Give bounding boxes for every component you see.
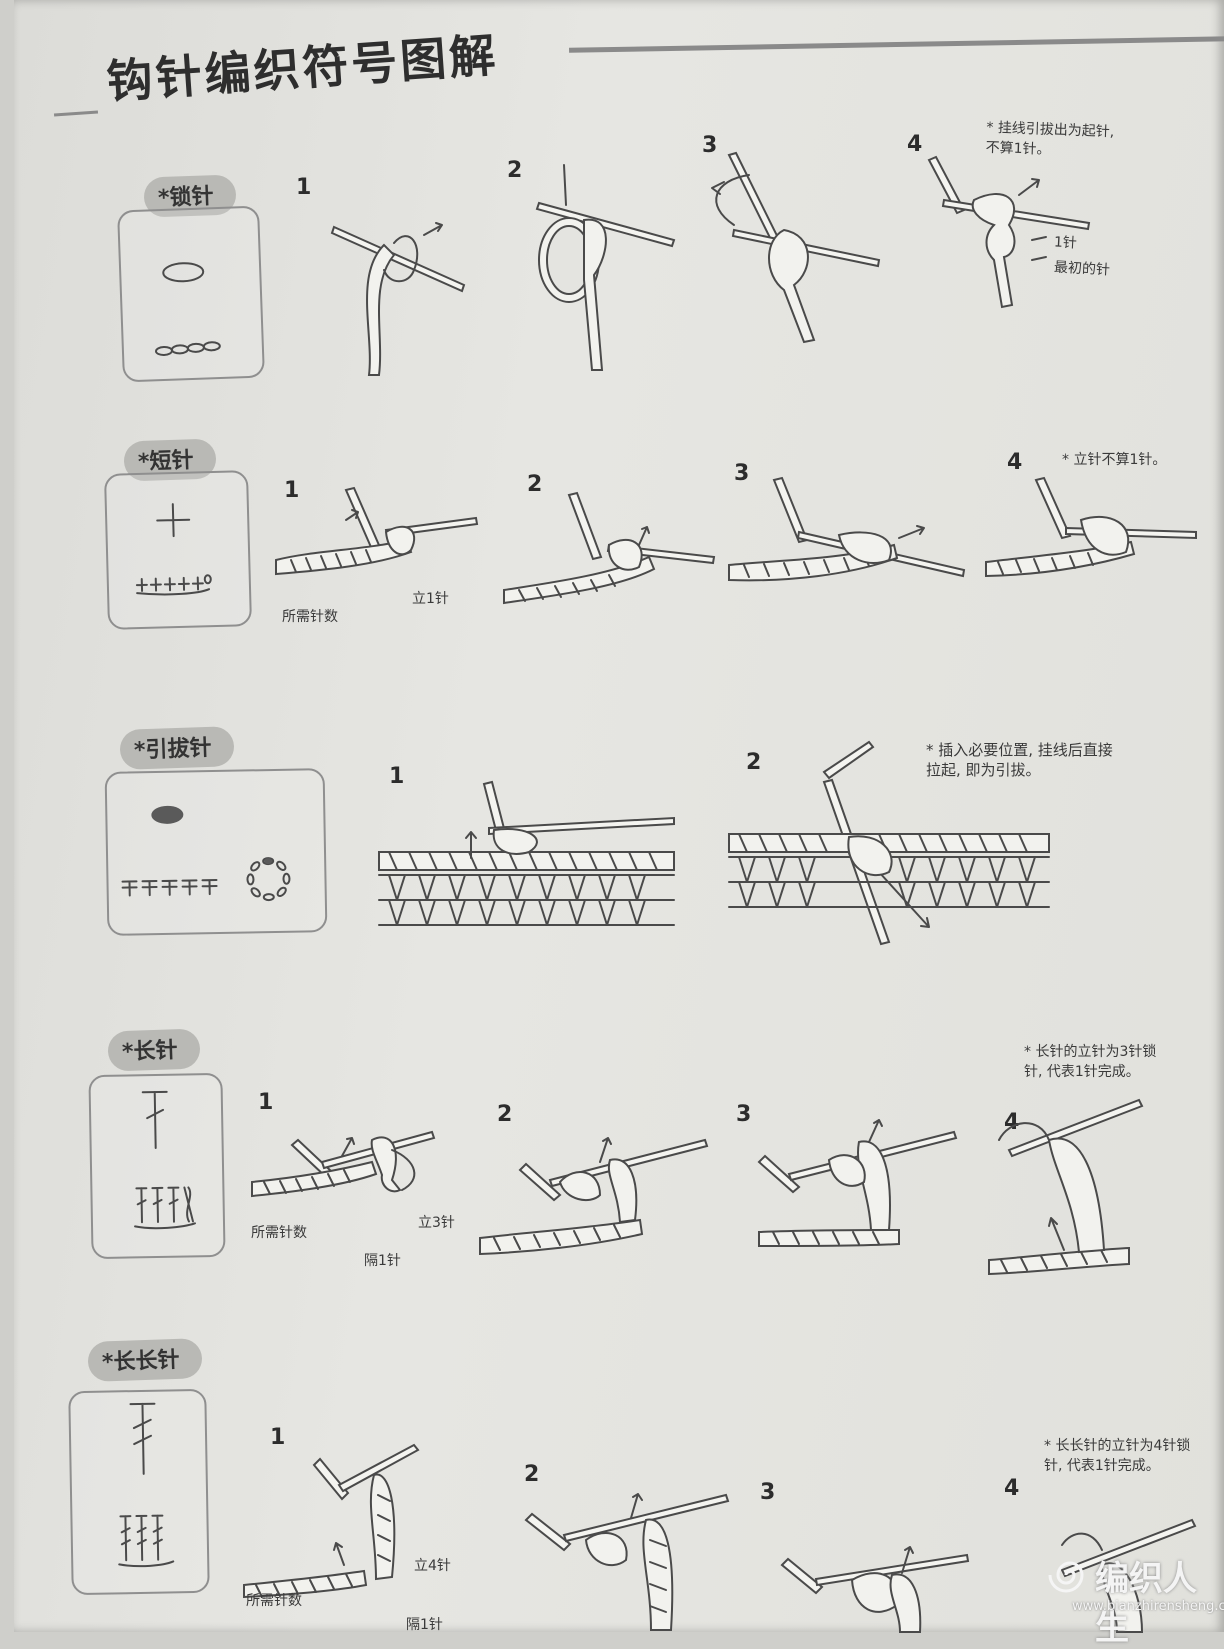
double-step-3-illustration: [757, 1119, 958, 1248]
section-label-double: *长针: [107, 1028, 201, 1072]
chain-step-2-illustration: [535, 164, 676, 371]
double-step-1-number: 1: [258, 1090, 274, 1115]
single-step-4-number: 4: [1007, 450, 1023, 475]
single-step-2-number: 2: [527, 472, 543, 497]
slip-note: * 插入必要位置, 挂线后直接 拉起, 即为引拔。: [926, 741, 1113, 779]
title-rule-left: [53, 110, 99, 117]
slip-symbol-icon: [121, 805, 291, 902]
chain-note: * 挂线引拔出为起针, 不算1针。: [985, 119, 1115, 159]
treble-step-2-number: 2: [524, 1462, 540, 1487]
slip-step-1-number: 1: [389, 764, 405, 789]
chain-step-2-number: 2: [507, 158, 523, 183]
single-symbol-box: [103, 470, 253, 630]
treble-step-3-illustration: [780, 1546, 970, 1633]
chain-step-4-number: 4: [907, 132, 923, 157]
chain-step-1-number: 1: [296, 175, 312, 200]
treble-step-2-illustration: [524, 1493, 730, 1631]
slip-step-2-illustration: [728, 740, 1050, 946]
single-step-2-illustration: [503, 491, 716, 605]
double-label-required: 所需针数: [251, 1225, 307, 1241]
single-step-1-number: 1: [284, 478, 300, 503]
single-label-required: 所需针数: [282, 609, 338, 625]
treble-step-1-number: 1: [270, 1425, 286, 1450]
book-page: 钩针编织符号图解 *锁针 1 2 3 4: [14, 0, 1224, 1633]
chain-step-3-illustration: [711, 151, 881, 344]
single-step-3-illustration: [728, 476, 966, 582]
double-step-3-number: 3: [736, 1102, 752, 1127]
chain-label-one-stitch: 1针: [1053, 234, 1078, 252]
chain-step-1-illustration: [330, 222, 466, 376]
title-rule-right: [569, 36, 1224, 53]
spiral-logo-icon: [1048, 1561, 1084, 1593]
single-step-3-number: 3: [734, 461, 750, 486]
watermark-url: www.bianzhirensheng.com: [1072, 1599, 1224, 1614]
single-step-1-illustration: [275, 486, 479, 576]
single-step-4-illustration: [985, 476, 1197, 578]
treble-note: * 长长针的立针为4针锁 针, 代表1针完成。: [1044, 1438, 1191, 1474]
double-step-2-illustration: [479, 1137, 709, 1256]
double-step-4-illustration: [988, 1098, 1144, 1276]
treble-step-3-number: 3: [760, 1480, 776, 1505]
treble-symbol-icon: [118, 1402, 175, 1568]
watermark-logo: 编织人生 www.bianzhirensheng.com: [1040, 1545, 1224, 1648]
chain-step-4-illustration: [927, 155, 1091, 309]
chain-step-3-number: 3: [702, 133, 718, 158]
chain-label-first-stitch: 最初的针: [1053, 259, 1111, 279]
treble-step-1-illustration: [243, 1443, 420, 1599]
slip-step-2-number: 2: [746, 750, 762, 775]
double-step-1-illustration: [251, 1130, 436, 1198]
chain-symbol-box: [117, 205, 265, 383]
treble-label-required: 所需针数: [246, 1593, 302, 1609]
double-symbol-icon: [134, 1090, 197, 1230]
slip-symbol-box: [104, 768, 328, 936]
chain-symbol-icon: [154, 262, 221, 356]
single-symbol-icon: [135, 503, 212, 596]
double-step-2-number: 2: [497, 1102, 513, 1127]
double-label-standing: 立3针: [418, 1215, 455, 1231]
double-label-skip: 隔1针: [364, 1253, 401, 1269]
treble-label-standing: 立4针: [414, 1558, 451, 1574]
page-title: 钩针编织符号图解: [105, 27, 500, 110]
slip-step-1-illustration: [378, 780, 675, 926]
single-label-standing: 立1针: [412, 591, 449, 607]
section-label-treble: *长长针: [87, 1338, 203, 1382]
section-label-slip: *引拔针: [119, 726, 235, 770]
treble-symbol-box: [68, 1388, 210, 1596]
single-note: * 立针不算1针。: [1062, 452, 1167, 468]
double-note: * 长针的立针为3针锁 针, 代表1针完成。: [1024, 1044, 1157, 1080]
treble-label-skip: 隔1针: [406, 1617, 443, 1633]
double-symbol-box: [88, 1072, 226, 1260]
treble-step-4-number: 4: [1004, 1476, 1020, 1501]
